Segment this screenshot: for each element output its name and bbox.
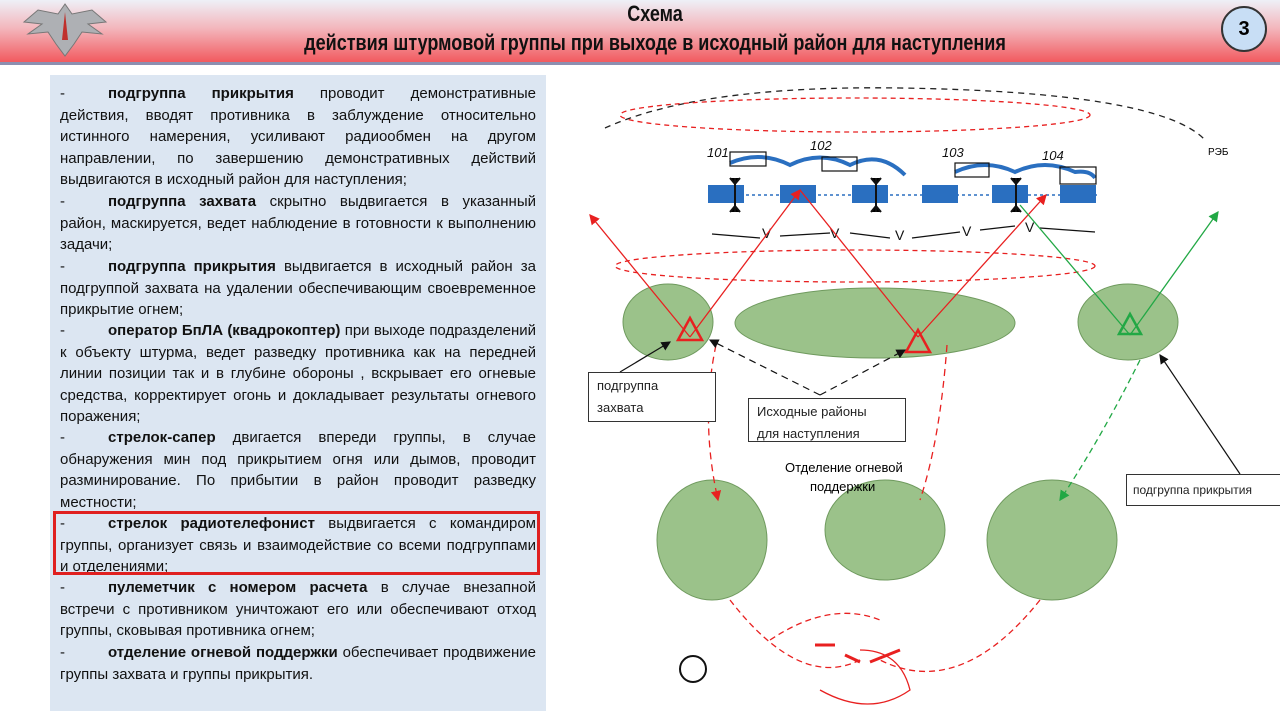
- origin-route: [819, 649, 911, 705]
- pointer-arrow: [708, 339, 821, 396]
- pointer-arrow: [819, 349, 907, 396]
- position-102: 102: [810, 138, 832, 153]
- reb-label: РЭБ: [1208, 147, 1229, 158]
- list-item: -подгруппа захвата скрытно выдвигается в…: [60, 193, 536, 254]
- slide-header: Схема действия штурмовой группы при выхо…: [0, 0, 1280, 65]
- position-104: 104: [1042, 148, 1064, 163]
- enemy-weapons: [729, 177, 1022, 213]
- advance-route: [707, 344, 722, 502]
- reb-arc: [604, 87, 1206, 141]
- svg-text:V: V: [895, 227, 905, 243]
- uav-orbit-mid: [614, 249, 1096, 283]
- cover-group-label: подгруппа прикрытия: [1126, 474, 1280, 506]
- uav-orbit-top: [619, 97, 1091, 133]
- text-panel: -подгруппа прикрытия проводит демонстрат…: [50, 75, 546, 711]
- logo-icon: [679, 655, 707, 683]
- attack-arrow: [689, 188, 801, 338]
- pointer-arrow: [1159, 354, 1241, 475]
- list-item: -стрелок-сапер двигается впереди группы,…: [60, 429, 536, 511]
- cover-route: [1059, 359, 1141, 502]
- enemy-vehicles: [708, 185, 1096, 203]
- list-item-highlighted: -стрелок радиотелефонист выдвигается с к…: [60, 515, 536, 576]
- mine-line: [711, 225, 1096, 239]
- slide-subtitle: действия штурмовой группы при выходе в и…: [304, 30, 1006, 55]
- slide-title: Схема: [627, 1, 683, 26]
- list-item: -отделение огневой поддержки обеспечивае…: [60, 644, 536, 683]
- cover-areas: [622, 283, 1179, 601]
- fire-support-label: поддержки: [810, 479, 875, 494]
- attack-arrow: [589, 213, 691, 338]
- position-boxes: [729, 151, 1097, 185]
- list-item: -подгруппа прикрытия выдвигается в исход…: [60, 258, 536, 319]
- svg-text:V: V: [962, 223, 972, 239]
- fire-support-label: Отделение огневой: [785, 460, 903, 475]
- position-103: 103: [942, 145, 964, 160]
- list-item: -оператор БпЛА (квадрокоптер) при выходе…: [60, 322, 536, 426]
- advance-route: [919, 344, 948, 501]
- position-101: 101: [707, 145, 729, 160]
- highlight-frame: [53, 511, 540, 575]
- emblem-icon: [22, 3, 108, 57]
- pointer-arrow: [619, 341, 672, 373]
- cover-arrow: [1129, 210, 1219, 336]
- list-item: -пулеметчик с номером расчета в случае в…: [60, 579, 536, 640]
- page-number-badge: 3: [1221, 6, 1267, 52]
- svg-text:V: V: [762, 225, 772, 241]
- attack-arrow: [917, 194, 1047, 338]
- attack-arrow: [799, 189, 919, 338]
- svg-text:V: V: [1025, 219, 1035, 235]
- cover-arrow: [1019, 204, 1131, 336]
- enemy-trench: [729, 154, 1097, 180]
- advance-route: [729, 599, 1041, 673]
- list-item: -подгруппа прикрытия проводит демонстрат…: [60, 85, 536, 189]
